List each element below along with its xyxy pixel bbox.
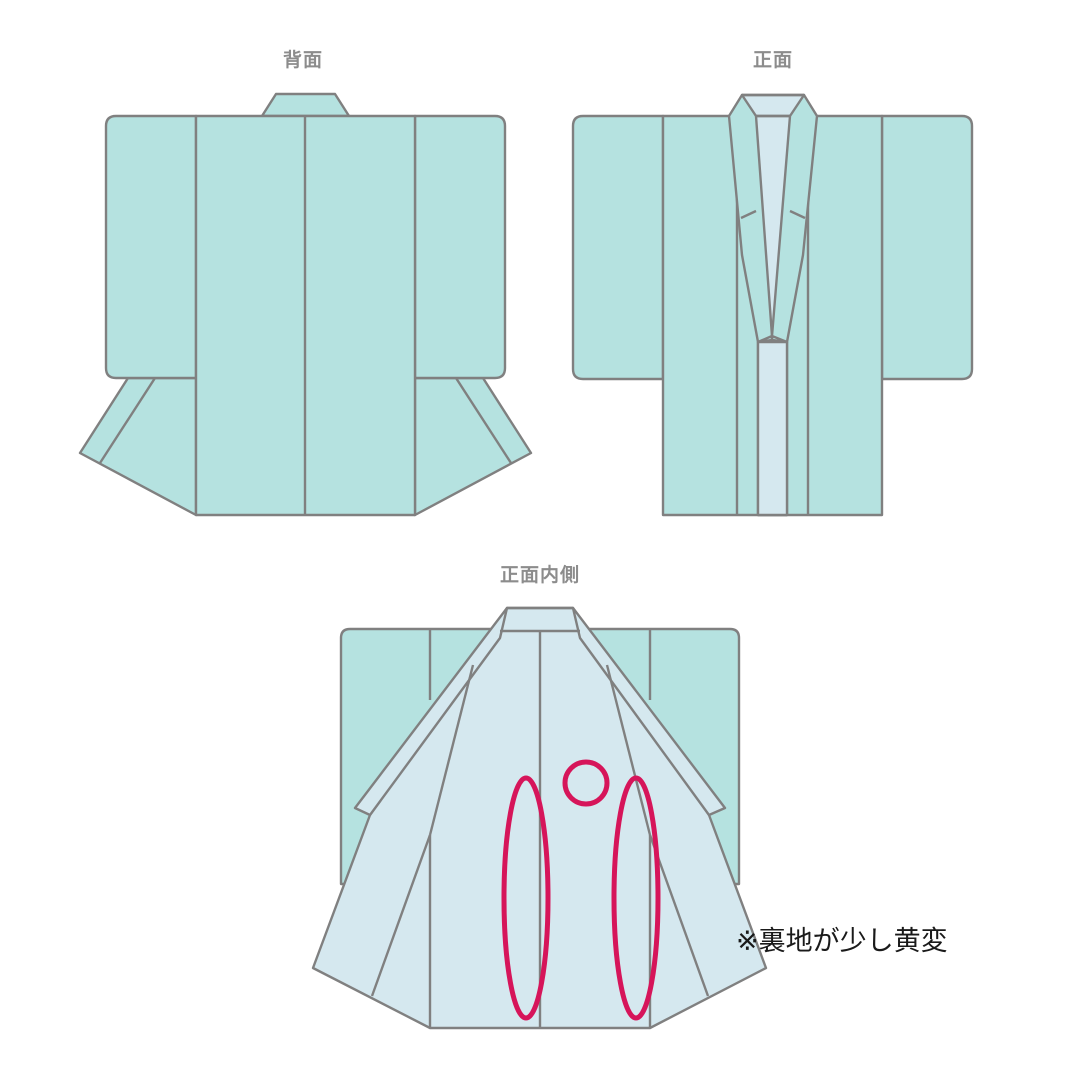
back-right-okumi bbox=[413, 376, 533, 517]
inside-front-view-title: 正面内側 bbox=[499, 564, 580, 586]
stain-mark-right-ellipse bbox=[611, 775, 661, 1021]
back-view-title: 背面 bbox=[282, 49, 323, 71]
stain-mark-center-circle bbox=[562, 759, 610, 807]
inside-left-collar bbox=[353, 606, 509, 817]
back-left-okumi bbox=[78, 376, 198, 517]
discoloration-note: ※裏地が少し黄変 bbox=[736, 926, 948, 957]
front-view-illustration bbox=[571, 93, 974, 517]
back-collar bbox=[260, 92, 351, 118]
inside-right-collar bbox=[571, 606, 727, 817]
front-right-sleeve bbox=[880, 114, 974, 381]
front-view-title: 正面 bbox=[752, 49, 793, 71]
stain-mark-left-ellipse bbox=[501, 775, 551, 1021]
front-left-sleeve bbox=[571, 114, 665, 381]
inside-front-view-illustration bbox=[311, 606, 768, 1030]
back-left-sleeve bbox=[104, 114, 198, 380]
back-view-illustration bbox=[78, 92, 533, 517]
back-right-sleeve bbox=[413, 114, 507, 380]
